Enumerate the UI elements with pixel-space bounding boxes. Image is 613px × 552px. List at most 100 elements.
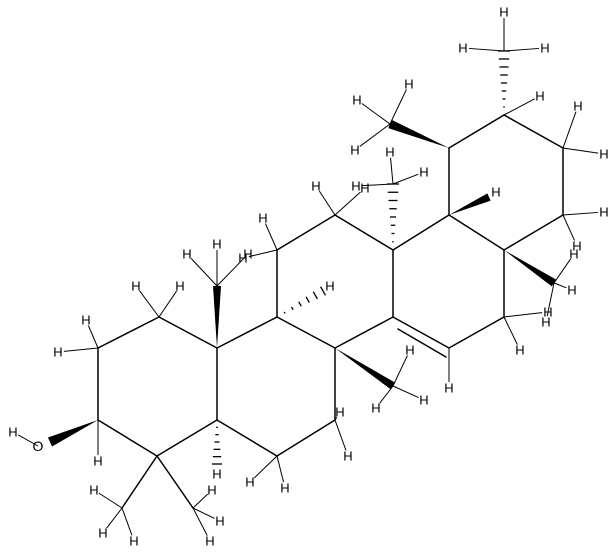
hydrogen-label-32: H xyxy=(569,247,578,262)
hydrogen-label-25: H xyxy=(360,181,369,196)
bond-c11-c12 xyxy=(276,214,336,251)
wedge-c3-oxygen xyxy=(47,420,98,447)
bond-c17-c18 xyxy=(448,214,505,251)
hydrogen-label-26-bond xyxy=(361,183,394,187)
bond-c4-methyl-a xyxy=(121,455,158,509)
hydrogen-label-40: H xyxy=(499,5,508,20)
hydrogen-label-9-bond xyxy=(192,493,208,509)
hydrogen-label-2: H xyxy=(175,279,184,294)
hydrogen-label-34: H xyxy=(541,315,550,330)
bond-c19-c20 xyxy=(448,114,505,149)
hydrogen-label-10: H xyxy=(215,514,224,529)
hydrogen-label-25-bond xyxy=(334,191,361,216)
hydrogen-label-12: H xyxy=(182,247,191,262)
hydrogen-label-20: H xyxy=(371,401,380,416)
bond-c1-c2 xyxy=(97,316,160,349)
hydrogen-label-6: H xyxy=(89,483,98,498)
hydrogen-label-29: H xyxy=(444,381,453,396)
hydrogen-label-8-bond xyxy=(121,507,133,536)
hydrogen-label-15-bond xyxy=(253,455,278,479)
hydrogen-label-7: H xyxy=(98,526,107,541)
hydrogen-label-12-bond xyxy=(190,258,218,287)
hydrogen-label-28: H xyxy=(419,165,428,180)
wedge-c8-methyl xyxy=(335,348,396,390)
bond-c14-c8 xyxy=(334,316,394,349)
hydrogen-label-37-bond xyxy=(359,123,391,147)
hydrogen-label-37: H xyxy=(350,143,359,158)
hydrogen-label-15: H xyxy=(245,475,254,490)
hydrogen-label-3-bond xyxy=(87,325,99,349)
hydrogen-label-39-bond xyxy=(468,47,505,52)
hydrogen-label-41-bond xyxy=(503,47,540,52)
hydrogen-label-1: H xyxy=(131,279,140,294)
double-bond-inner xyxy=(397,328,447,358)
hydrogen-label-5: H xyxy=(93,454,102,469)
hydrogen-label-24-bond xyxy=(318,190,336,216)
hydrogen-label-43-bond xyxy=(562,147,599,154)
hash-c20-methyl xyxy=(498,50,510,108)
hydrogen-label-16-bond xyxy=(276,455,285,483)
hydroxyl-h: H xyxy=(8,425,17,440)
hydrogen-label-35-bond xyxy=(361,103,391,125)
wedge-c17-methyl xyxy=(504,250,557,287)
bond-c14-c15 xyxy=(392,316,450,349)
hydrogen-label-16: H xyxy=(280,481,289,496)
hydrogen-label-28-bond xyxy=(392,173,419,185)
hydrogen-label-38-bond xyxy=(503,98,535,116)
stereo-bonds xyxy=(47,50,557,465)
bond-c3-c4 xyxy=(97,419,158,457)
hydrogen-label-14: H xyxy=(243,247,252,262)
hydrogen-label-20-bond xyxy=(379,385,394,404)
h-c18-stereo: H xyxy=(491,185,500,200)
carbon-skeleton-bonds xyxy=(97,114,564,509)
hydrogen-label-13: H xyxy=(212,237,221,252)
hydrogen-label-43: H xyxy=(599,147,608,162)
hydrogen-label-10-bond xyxy=(192,507,215,519)
bond-c15-c16 xyxy=(448,316,505,349)
hydrogen-label-11-bond xyxy=(192,507,208,536)
hydrogen-label-23-bond xyxy=(264,223,278,251)
bond-c5-c6 xyxy=(216,419,278,457)
hydrogen-label-27-bond xyxy=(390,157,394,185)
hydrogen-label-34-bond xyxy=(546,282,555,317)
hydrogen-label-19: H xyxy=(405,343,414,358)
h-c9-stereo: H xyxy=(325,279,334,294)
hydrogen-label-42-bond xyxy=(562,111,577,149)
hash-c5-h xyxy=(212,426,222,465)
hash-c13-methyl xyxy=(387,183,399,243)
wedge-c19-methyl xyxy=(388,119,449,148)
hydrogen-label-38: H xyxy=(535,89,544,104)
hydrogen-label-41: H xyxy=(540,41,549,56)
hydrogen-label-33-bond xyxy=(553,282,567,289)
bond-c4-c5 xyxy=(156,419,218,457)
bond-c12-c13 xyxy=(334,214,394,251)
hydrogen-label-7-bond xyxy=(106,507,123,529)
hydrogen-label-45: H xyxy=(572,239,581,254)
hydrogen-label-31-bond xyxy=(503,316,518,345)
hydrogen-label-19-bond xyxy=(392,355,408,387)
bond-c10-c1 xyxy=(158,316,218,349)
hydrogen-label-42: H xyxy=(573,99,582,114)
hydrogen-label-44: H xyxy=(599,205,608,220)
bond-c9-c10 xyxy=(216,316,278,349)
h-c5-stereo: H xyxy=(212,467,221,482)
hydrogen-label-44-bond xyxy=(562,211,599,216)
hydrogen-label-30: H xyxy=(543,305,552,320)
hash-c9-h xyxy=(283,286,327,314)
hydrogen-label-17-bond xyxy=(334,416,338,421)
hydrogen-label-31: H xyxy=(515,343,524,358)
bond-c4-methyl-b xyxy=(156,455,194,509)
hydrogen-label-22: H xyxy=(238,251,247,266)
hydrogen-label-26: H xyxy=(351,179,360,194)
bond-c20-c21 xyxy=(503,114,564,149)
hydrogen-label-11: H xyxy=(205,534,214,549)
hydrogen-label-2-bond xyxy=(158,290,178,318)
hydrogen-label-8: H xyxy=(129,534,138,549)
hydrogen-label-23: H xyxy=(258,211,267,226)
bond-c18-c13 xyxy=(392,214,450,251)
hydrogen-label-36: H xyxy=(404,77,413,92)
wedge-c18-h xyxy=(449,193,491,215)
bond-c8-c9 xyxy=(276,316,336,349)
